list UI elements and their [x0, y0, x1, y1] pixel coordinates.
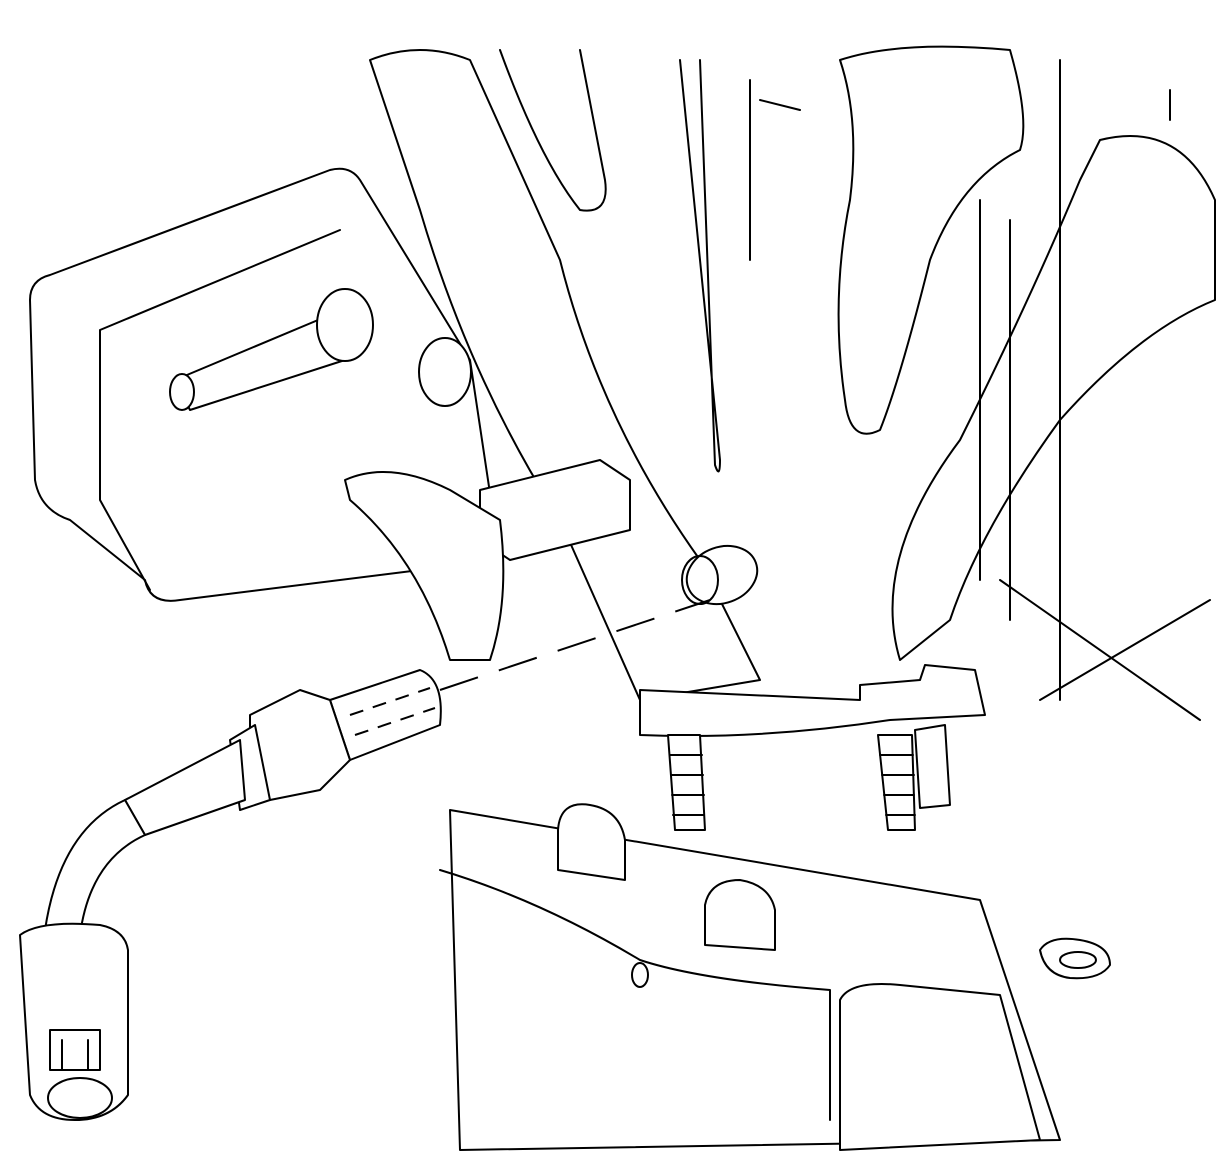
engine-lower — [439, 803, 1111, 1151]
manifold-lines — [749, 79, 1011, 621]
bracket-ear — [1039, 937, 1111, 980]
connector-latch — [49, 1029, 101, 1071]
sensor-tip — [329, 669, 442, 761]
heat-shield-bracket — [639, 664, 986, 831]
bolt-hole-1 — [631, 962, 649, 988]
cover-pins — [169, 288, 472, 411]
exhaust-pipe-right — [891, 135, 1216, 661]
intake-runner-1 — [369, 49, 761, 701]
exhaust-manifold-right — [837, 45, 1025, 435]
gasket-flange — [344, 471, 505, 661]
sensor-connector — [19, 922, 129, 1121]
boss-2 — [704, 879, 776, 951]
pin-head-2 — [418, 337, 472, 407]
stud-left-threads — [669, 754, 705, 816]
intake-runner-3 — [679, 59, 721, 473]
bracket-hole — [1059, 951, 1097, 969]
oxygen-sensor — [19, 669, 442, 1121]
lower-block — [839, 983, 1041, 1151]
boss-1 — [557, 803, 626, 881]
stud-right — [877, 734, 916, 831]
oil-pan-lip — [439, 869, 831, 1121]
pin-end-1 — [169, 373, 195, 411]
stud-right-2 — [914, 724, 951, 809]
installation-path-line — [439, 599, 711, 691]
stud-right-threads — [879, 754, 916, 816]
sensor-cable — [44, 799, 146, 936]
sensor-cable-boot — [124, 739, 246, 836]
engine-background — [29, 45, 1216, 721]
stud-left — [667, 734, 706, 831]
sensor-boss-outer — [685, 544, 759, 606]
connector-end — [47, 1077, 113, 1119]
pin-head-1 — [316, 288, 374, 362]
frame-lines-right — [999, 59, 1211, 721]
intake-runner-2 — [499, 49, 607, 212]
engine-cover-inner — [99, 229, 341, 591]
bracket-block — [344, 459, 631, 661]
